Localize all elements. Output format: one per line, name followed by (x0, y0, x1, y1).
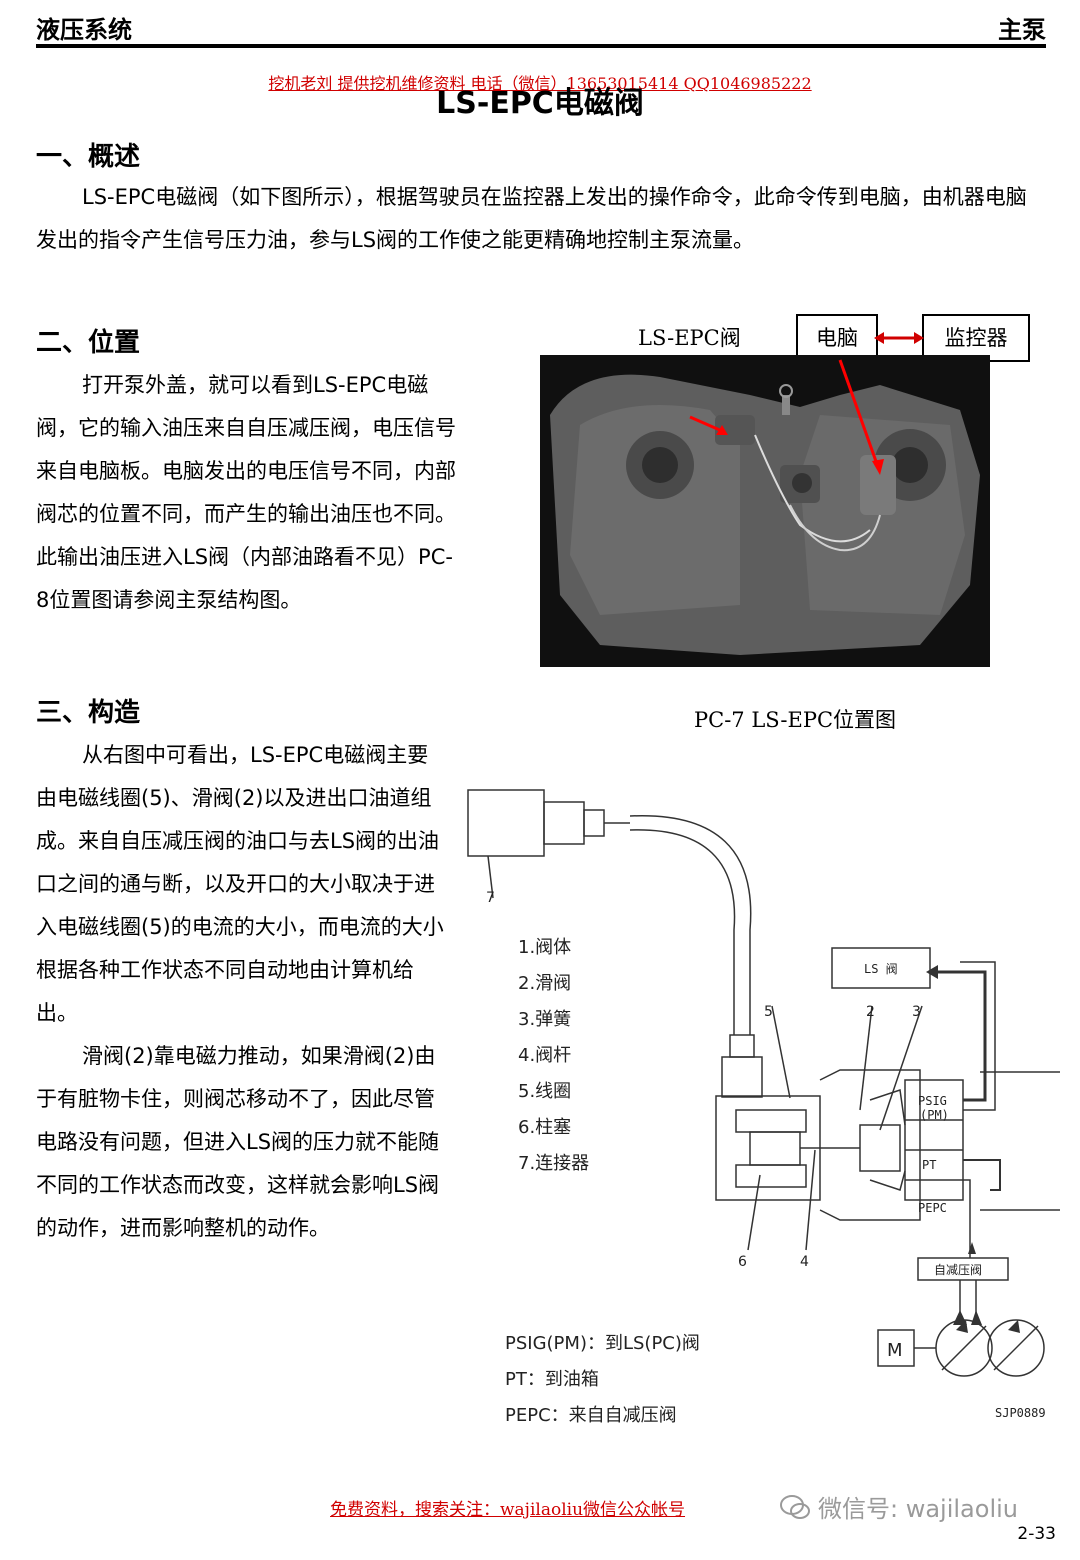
motor-label: M (887, 1340, 903, 1361)
section2-heading: 二、位置 (36, 328, 141, 358)
pt-label: PT (922, 1158, 936, 1172)
wechat-icon (780, 1494, 810, 1519)
port-notes: PSIG(PM)：到LS(PC)阀 PT：到油箱 PEPC：来自自减压阀 (505, 1326, 700, 1434)
port-note: PSIG(PM)：到LS(PC)阀 (505, 1333, 700, 1354)
legend-item: 5.线圈 (518, 1081, 572, 1102)
section2-paragraph: 打开泵外盖，就可以看到LS-EPC电磁阀，它的输入油压来自自压减压阀，电压信号来… (36, 373, 456, 612)
section1-body: LS-EPC电磁阀（如下图所示），根据驾驶员在监控器上发出的操作命令，此命令传到… (36, 176, 1036, 262)
section3-paragraph-1: 从右图中可看出，LS-EPC电磁阀主要由电磁线圈(5)、滑阀(2)以及进出口油道… (36, 743, 444, 1025)
ls-valve-label: LS 阀 (864, 962, 898, 976)
section3-paragraph-2: 滑阀(2)靠电磁力推动，如果滑阀(2)由于有脏物卡住，则阀芯移动不了，因此尽管电… (36, 1044, 440, 1240)
callout-7: 7 (486, 890, 495, 906)
page-number: 2-33 (1017, 1524, 1056, 1544)
section3-body: 从右图中可看出，LS-EPC电磁阀主要由电磁线圈(5)、滑阀(2)以及进出口油道… (36, 734, 448, 1250)
legend-item: 2.滑阀 (518, 973, 572, 994)
computer-arrowhead (872, 459, 884, 475)
port-note: PT：到油箱 (505, 1369, 599, 1390)
photo-caption: PC-7 LS-EPC位置图 (694, 708, 897, 732)
header-chapter-title: 主泵 (998, 16, 1046, 44)
legend-item: 3.弹簧 (518, 1009, 572, 1030)
parts-legend: 1.阀体 2.滑阀 3.弹簧 4.阀杆 5.线圈 6.柱塞 7.连接器 (518, 930, 589, 1182)
computer-monitor-link (874, 332, 924, 344)
callout-2: 2 (866, 1004, 875, 1020)
wechat-watermark: 微信号: wajilaoliu (780, 1489, 1018, 1524)
legend-item: 6.柱塞 (518, 1117, 572, 1138)
promo-link[interactable]: 免费资料，搜索关注：wajilaoliu微信公众帐号 (330, 1500, 686, 1520)
valve-callout-arrow (689, 415, 723, 433)
legend-item: 7.连接器 (518, 1153, 590, 1174)
reducing-valve-box (917, 1257, 1009, 1281)
psig-label: PSIG (918, 1094, 947, 1108)
section3-heading: 三、构造 (36, 698, 141, 728)
section1-paragraph: LS-EPC电磁阀（如下图所示），根据驾驶员在监控器上发出的操作命令，此命令传到… (36, 185, 1027, 252)
legend-item: 1.阀体 (518, 937, 572, 958)
port-note: PEPC：来自自减压阀 (505, 1405, 677, 1426)
callout-5: 5 (764, 1004, 773, 1020)
reducing-valve-label: 自减压阀 (934, 1263, 982, 1277)
page-title: LS-EPC电磁阀 (436, 86, 644, 121)
callout-6: 6 (738, 1254, 747, 1270)
legend-item: 4.阀杆 (518, 1045, 572, 1066)
pump-photo (540, 355, 990, 667)
pump-symbol-2 (987, 1319, 1045, 1377)
pm-label: (PM) (920, 1108, 949, 1122)
wechat-id: 微信号: wajilaoliu (818, 1495, 1018, 1523)
pepc-label: PEPC (918, 1201, 947, 1215)
structure-diagram: 7 5 2 3 6 4 LS 阀 PSIG (PM) PT PEPC 自减压阀 … (467, 789, 1060, 1420)
section1-heading: 一、概述 (36, 142, 141, 172)
callout-4: 4 (800, 1254, 809, 1270)
computer-callout-arrow (838, 359, 880, 468)
header-section-title: 液压系统 (36, 16, 132, 44)
connector-body (467, 789, 545, 857)
valve-arrowhead (716, 425, 728, 435)
callout-3: 3 (912, 1004, 921, 1020)
contact-notice: 挖机老刘 提供挖机维修资料 电话（微信）13653015414 QQ104698… (268, 74, 812, 93)
figure-code: SJP0889 (995, 1406, 1046, 1420)
section2-body: 打开泵外盖，就可以看到LS-EPC电磁阀，它的输入油压来自自压减压阀，电压信号来… (36, 364, 456, 622)
valve-callout-label: LS-EPC阀 (638, 326, 741, 350)
header-rule (36, 44, 1046, 48)
ls-valve-box (831, 947, 931, 989)
